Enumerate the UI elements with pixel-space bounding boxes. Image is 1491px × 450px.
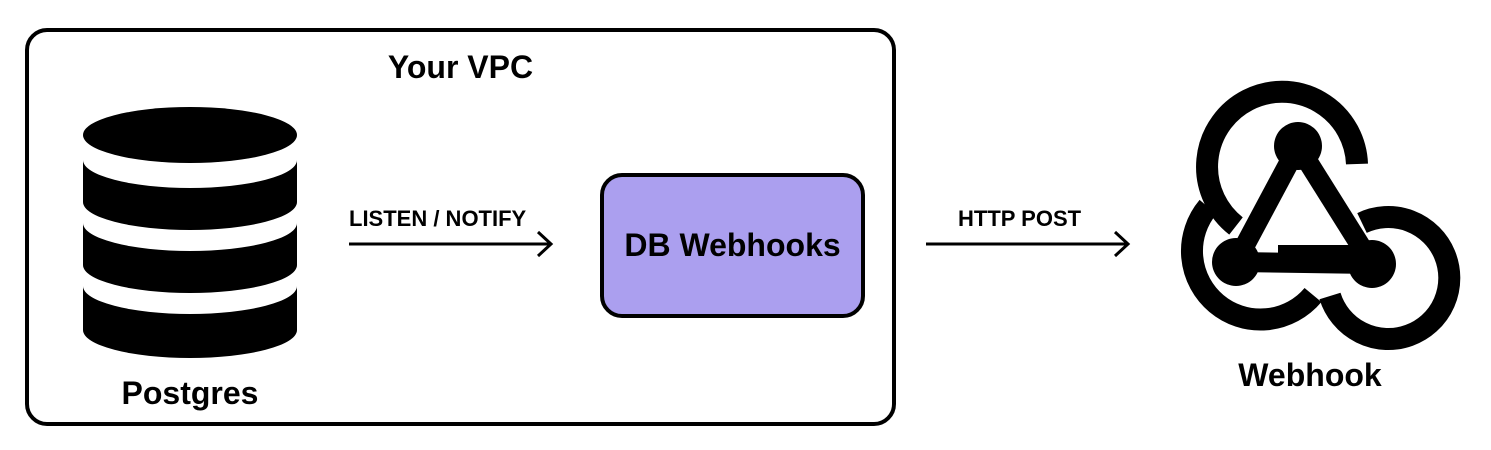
db-webhooks-label: DB Webhooks bbox=[624, 227, 841, 263]
edge-label-listen-notify: LISTEN / NOTIFY bbox=[349, 206, 527, 231]
webhook-label: Webhook bbox=[1238, 357, 1382, 393]
arrow-listen-notify bbox=[349, 230, 554, 258]
arrow-http-post bbox=[926, 230, 1131, 258]
edge-label-http-post: HTTP POST bbox=[958, 206, 1082, 231]
webhook-icon bbox=[1181, 80, 1461, 351]
database-icon bbox=[83, 107, 297, 358]
database-label: Postgres bbox=[121, 375, 259, 411]
db-webhooks-node: DB Webhooks bbox=[600, 173, 865, 318]
vpc-container bbox=[25, 28, 896, 426]
vpc-title: Your VPC bbox=[387, 49, 534, 85]
